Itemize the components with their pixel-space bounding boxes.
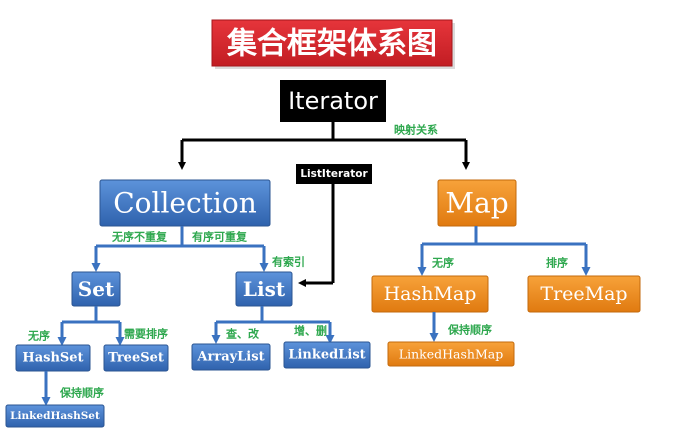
linkedhashmap-label: LinkedHashMap	[399, 347, 503, 362]
set-label: Set	[78, 277, 115, 301]
label-unordered-unique: 无序不重复	[111, 230, 168, 244]
label-needs-sort: 需要排序	[124, 327, 168, 341]
map-node: Map	[437, 179, 517, 227]
treeset-node: TreeSet	[103, 344, 169, 372]
label-query-modify: 查、改	[226, 327, 260, 341]
iterator-label: Iterator	[288, 87, 378, 115]
linkedlist-node: LinkedList	[283, 341, 371, 369]
hashmap-node: HashMap	[371, 275, 489, 313]
hashmap-label: HashMap	[384, 283, 477, 305]
list-label: List	[243, 277, 286, 301]
treeset-label: TreeSet	[108, 351, 164, 366]
linkedlist-label: LinkedList	[288, 348, 365, 363]
iterator-node: Iterator	[280, 80, 386, 122]
label-sorted-map: 排序	[546, 256, 568, 270]
page-title: 集合框架体系图	[226, 27, 437, 62]
label-ordered-repeatable: 有序可重复	[192, 230, 248, 244]
list-iterator-label: ListIterator	[300, 168, 368, 180]
linkedhashset-label: LinkedHashSet	[10, 410, 100, 422]
hashset-label: HashSet	[22, 351, 83, 366]
label-unordered-map: 无序	[431, 256, 454, 270]
list-connectors	[211, 306, 335, 344]
linkedhashmap-node: LinkedHashMap	[387, 341, 515, 367]
iterator-connectors	[178, 122, 470, 287]
treemap-label: TreeMap	[540, 283, 627, 305]
label-keep-order-map: 保持顺序	[447, 323, 492, 337]
title-banner: 集合框架体系图	[211, 19, 455, 69]
hashset-node: HashSet	[15, 344, 91, 372]
set-node: Set	[71, 271, 121, 307]
list-iterator-node: ListIterator	[296, 164, 372, 184]
label-add-delete: 增、删	[294, 324, 327, 338]
map-connectors	[417, 226, 591, 276]
arraylist-node: ArrayList	[191, 343, 271, 371]
arraylist-label: ArrayList	[196, 350, 264, 365]
linkedhashset-node: LinkedHashSet	[5, 404, 105, 428]
treemap-node: TreeMap	[527, 275, 641, 313]
label-indexed: 有索引	[272, 255, 305, 269]
collection-node: Collection	[99, 179, 271, 227]
set-connectors	[57, 306, 125, 346]
collection-label: Collection	[113, 187, 257, 220]
label-mapping: 映射关系	[394, 123, 438, 137]
map-label: Map	[445, 187, 508, 220]
label-keep-order-set: 保持顺序	[59, 386, 104, 400]
label-unordered-set: 无序	[27, 329, 50, 343]
collection-connectors	[91, 226, 269, 272]
list-node: List	[235, 271, 293, 307]
